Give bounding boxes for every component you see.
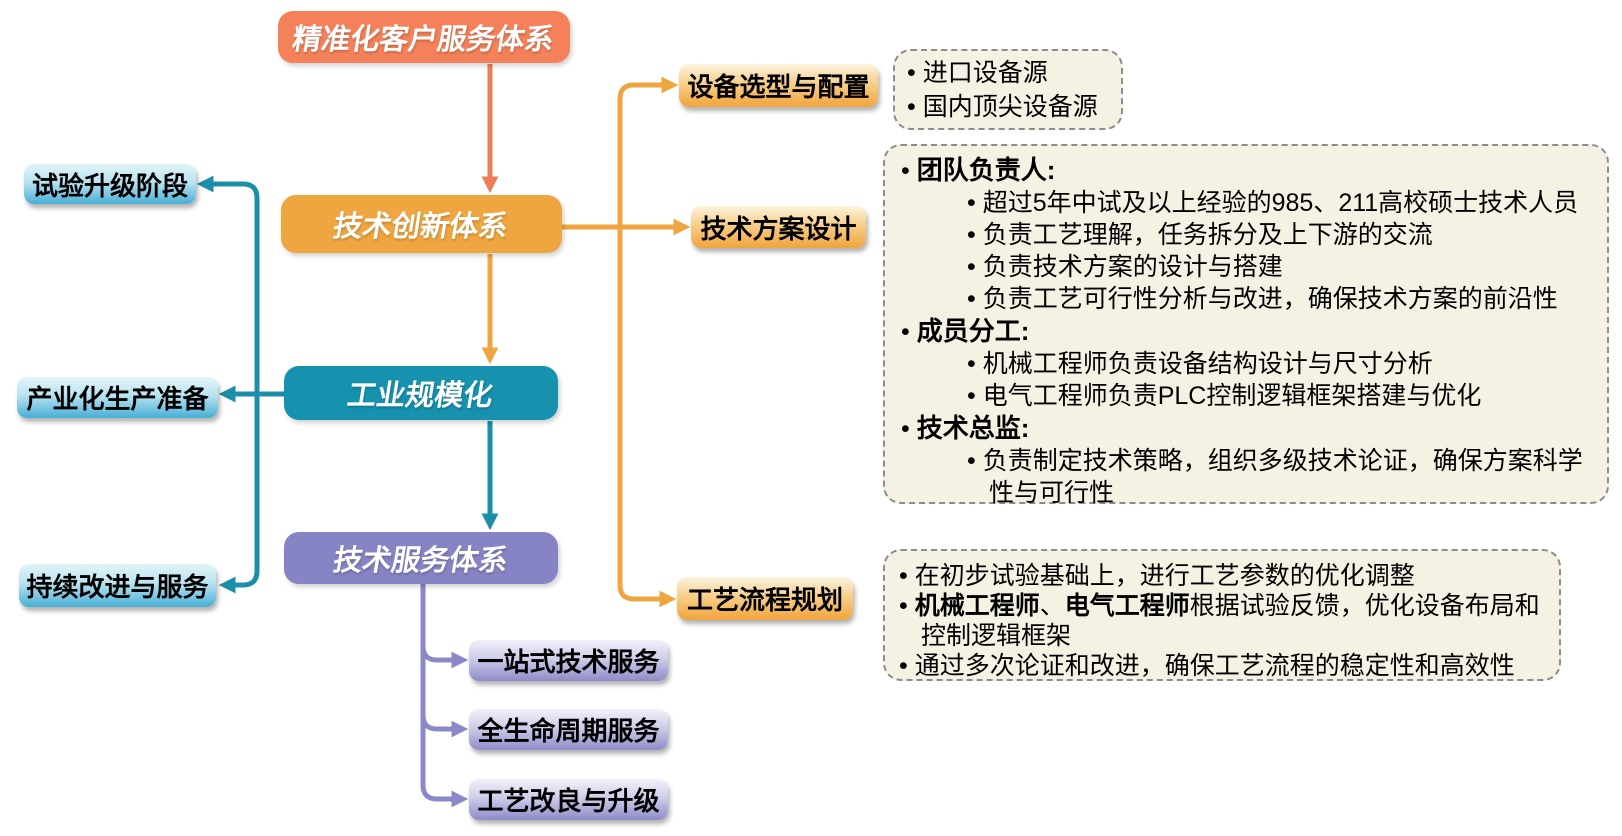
arrow-right-up bbox=[617, 76, 679, 227]
chip-label: 一站式技术服务 bbox=[477, 647, 660, 677]
team-structure-panel: 团队负责人: 超过5年中试及以上经验的985、211高校硕士技术人员 负责工艺理… bbox=[883, 144, 1609, 507]
arrow-left-down bbox=[218, 394, 260, 594]
section-items: 负责制定技术策略，组织多级技术论证，确保方案科学性与可行性 bbox=[967, 445, 1591, 509]
arrow-right-down bbox=[617, 227, 677, 608]
item-text: 根据试验反馈，优化设备布局和控制逻辑框架 bbox=[921, 592, 1540, 650]
node-label: 技术创新体系 bbox=[331, 211, 511, 243]
chip-equipment-selection: 设备选型与配置 bbox=[679, 64, 878, 107]
list-item: 进口设备源 bbox=[907, 56, 1109, 90]
item-text: 在初步试验基础上，进行工艺参数的优化调整 bbox=[914, 562, 1415, 590]
section-title: 团队负责人: bbox=[916, 155, 1056, 185]
list-item: 电气工程师负责PLC控制逻辑框架搭建与优化 bbox=[967, 380, 1591, 412]
list-item: 国内顶尖设备源 bbox=[907, 90, 1109, 124]
chip-industrial-production-prep: 产业化生产准备 bbox=[17, 377, 218, 418]
arrow-service-1 bbox=[420, 645, 469, 669]
item-text: 、 bbox=[1039, 592, 1065, 620]
list-item: 在初步试验基础上，进行工艺参数的优化调整 bbox=[899, 561, 1545, 591]
section-items: 超过5年中试及以上经验的985、211高校硕士技术人员 负责工艺理解，任务拆分及… bbox=[967, 187, 1591, 315]
chip-label: 技术方案设计 bbox=[700, 213, 857, 244]
list-item: 机械工程师、电气工程师根据试验反馈，优化设备布局和控制逻辑框架 bbox=[899, 591, 1545, 651]
node-label: 技术服务体系 bbox=[330, 545, 511, 577]
chip-label: 试验升级阶段 bbox=[31, 170, 188, 201]
chip-process-improvement-upgrade: 工艺改良与升级 bbox=[469, 779, 668, 820]
chip-process-flow-planning: 工艺流程规划 bbox=[677, 577, 853, 620]
list-item: 机械工程师负责设备结构设计与尺寸分析 bbox=[967, 348, 1591, 380]
section-title: 技术总监: bbox=[916, 413, 1030, 443]
node-label: 工业规模化 bbox=[345, 380, 496, 412]
chip-label: 持续改进与服务 bbox=[26, 572, 209, 602]
chip-test-upgrade-phase: 试验升级阶段 bbox=[24, 164, 196, 204]
chip-lifecycle-service: 全生命周期服务 bbox=[469, 709, 668, 750]
item-bold-text: 电气工程师 bbox=[1064, 592, 1190, 620]
list-item: 负责技术方案的设计与搭建 bbox=[967, 251, 1591, 283]
node-label: 精准化客户服务体系 bbox=[290, 24, 557, 56]
section-items: 机械工程师负责设备结构设计与尺寸分析 电气工程师负责PLC控制逻辑框架搭建与优化 bbox=[967, 348, 1591, 412]
item-text: 通过多次论证和改进，确保工艺流程的稳定性和高效性 bbox=[914, 652, 1515, 680]
arrow-service-2 bbox=[420, 714, 469, 738]
team-section: 成员分工: 机械工程师负责设备结构设计与尺寸分析 电气工程师负责PLC控制逻辑框… bbox=[901, 315, 1591, 412]
node-tech-innovation: 技术创新体系 bbox=[281, 195, 562, 253]
node-industrial-scale: 工业规模化 bbox=[284, 366, 558, 420]
process-optimization-panel: 在初步试验基础上，进行工艺参数的优化调整 机械工程师、电气工程师根据试验反馈，优… bbox=[883, 549, 1561, 681]
chip-label: 工艺改良与升级 bbox=[477, 786, 660, 816]
process-items-list: 在初步试验基础上，进行工艺参数的优化调整 机械工程师、电气工程师根据试验反馈，优… bbox=[899, 561, 1545, 681]
node-tech-service: 技术服务体系 bbox=[284, 532, 558, 584]
item-bold-text: 机械工程师 bbox=[914, 592, 1040, 620]
list-item: 通过多次论证和改进，确保工艺流程的稳定性和高效性 bbox=[899, 651, 1545, 681]
chip-label: 产业化生产准备 bbox=[26, 384, 209, 414]
list-item: 负责工艺可行性分析与改进，确保技术方案的前沿性 bbox=[967, 283, 1591, 315]
equipment-sources-panel: 进口设备源 国内顶尖设备源 bbox=[893, 49, 1123, 130]
chip-continuous-improvement: 持续改进与服务 bbox=[19, 564, 216, 607]
arrow-left-up bbox=[196, 175, 260, 394]
node-precision-customer-service: 精准化客户服务体系 bbox=[278, 11, 570, 63]
team-sections-list: 团队负责人: 超过5年中试及以上经验的985、211高校硕士技术人员 负责工艺理… bbox=[901, 154, 1591, 509]
list-item: 负责工艺理解，任务拆分及上下游的交流 bbox=[967, 219, 1591, 251]
team-section: 技术总监: 负责制定技术策略，组织多级技术论证，确保方案科学性与可行性 bbox=[901, 412, 1591, 509]
chip-label: 设备选型与配置 bbox=[687, 72, 870, 102]
arrow-service-3 bbox=[420, 784, 469, 808]
equipment-sources-list: 进口设备源 国内顶尖设备源 bbox=[907, 56, 1109, 124]
section-title: 成员分工: bbox=[916, 316, 1030, 346]
list-item: 负责制定技术策略，组织多级技术论证，确保方案科学性与可行性 bbox=[967, 445, 1591, 509]
list-item: 超过5年中试及以上经验的985、211高校硕士技术人员 bbox=[967, 187, 1591, 219]
chip-technical-solution-design: 技术方案设计 bbox=[691, 206, 866, 248]
chip-label: 工艺流程规划 bbox=[686, 585, 843, 615]
team-section: 团队负责人: 超过5年中试及以上经验的985、211高校硕士技术人员 负责工艺理… bbox=[901, 154, 1591, 315]
chip-label: 全生命周期服务 bbox=[477, 716, 660, 746]
chip-one-stop-service: 一站式技术服务 bbox=[469, 640, 668, 681]
